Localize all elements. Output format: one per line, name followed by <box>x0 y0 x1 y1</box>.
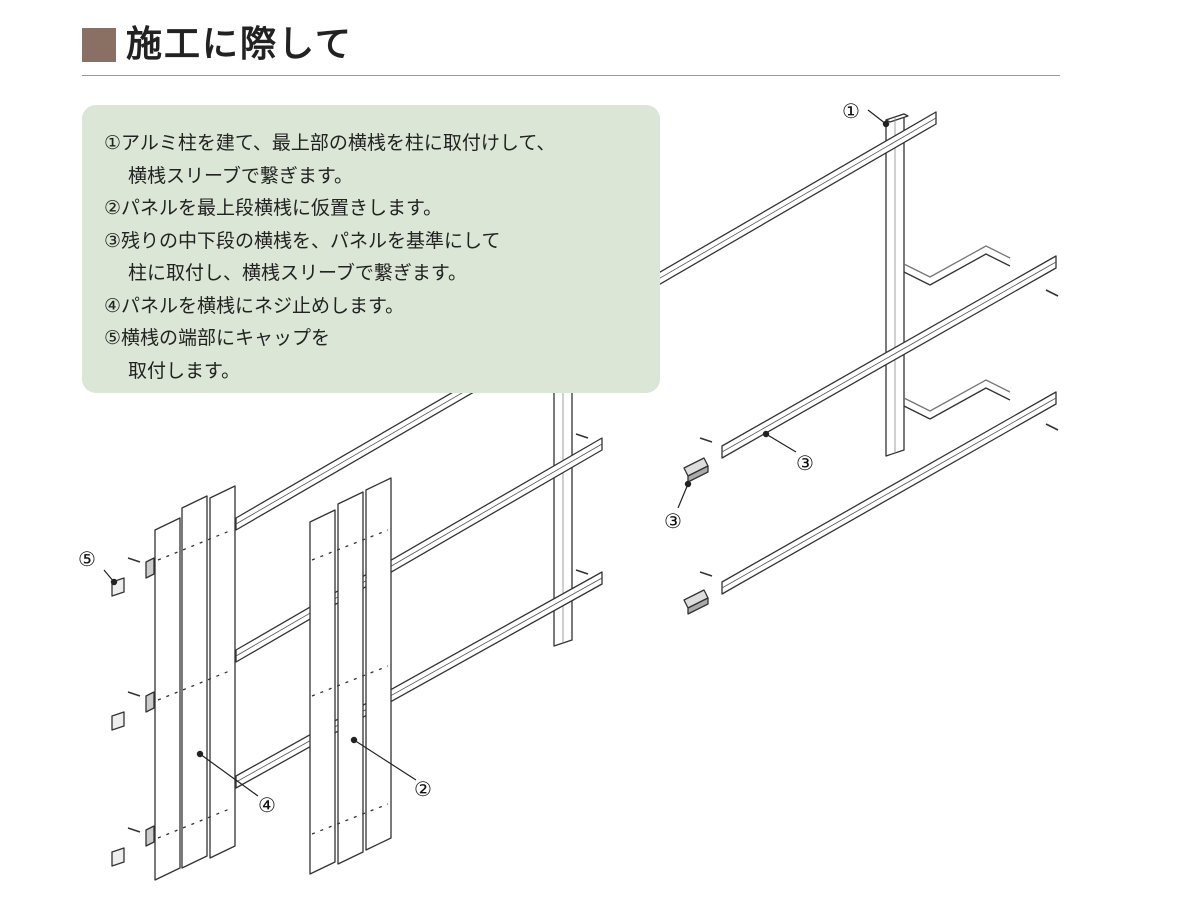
instruction-step-1: ①アルミ柱を建て、最上部の横桟を柱に取付けして、 <box>104 132 556 154</box>
instruction-step-1-cont: 横桟スリーブで繋ぎます。 <box>128 164 353 187</box>
instruction-step-3-cont: 柱に取付し、横桟スリーブで繋ぎます。 <box>128 262 467 284</box>
callout-2: ② <box>414 777 432 801</box>
instruction-step-5-cont: 取付します。 <box>128 359 241 382</box>
rail-sleeve-upper <box>683 457 709 483</box>
screw-icon <box>127 289 1059 833</box>
instructions-list: ①アルミ柱を建て、最上部の横桟を柱に取付けして、 横桟スリーブで繋ぎます。 ②パ… <box>104 127 555 387</box>
right-lower-rail <box>721 379 1057 595</box>
title-square-icon <box>82 28 116 62</box>
left-middle-rail <box>235 437 603 663</box>
right-panel <box>309 477 392 875</box>
rail-sleeve-lower <box>683 589 709 615</box>
title-divider <box>82 75 1060 76</box>
callout-3-rail: ③ <box>796 451 814 475</box>
end-cap <box>111 557 155 867</box>
left-panel <box>154 485 236 881</box>
page-title: 施工に際して <box>126 24 353 65</box>
instruction-step-2: ②パネルを最上段横桟に仮置きします。 <box>104 197 443 219</box>
instructions-panel <box>82 105 660 393</box>
right-post <box>885 113 909 457</box>
instruction-step-4: ④パネルを横桟にネジ止めします。 <box>104 294 405 317</box>
callout-5: ⑤ <box>78 547 96 571</box>
right-upper-rail <box>721 245 1057 459</box>
callout-1: ① <box>842 99 860 123</box>
instruction-step-5: ⑤横桟の端部にキャップを <box>104 327 331 349</box>
instruction-step-3: ③残りの中下段の横桟を、パネルを基準にして <box>104 229 501 252</box>
callout-4: ④ <box>258 793 276 817</box>
callout-3-sleeve: ③ <box>664 509 682 533</box>
left-bottom-rail <box>235 571 603 789</box>
